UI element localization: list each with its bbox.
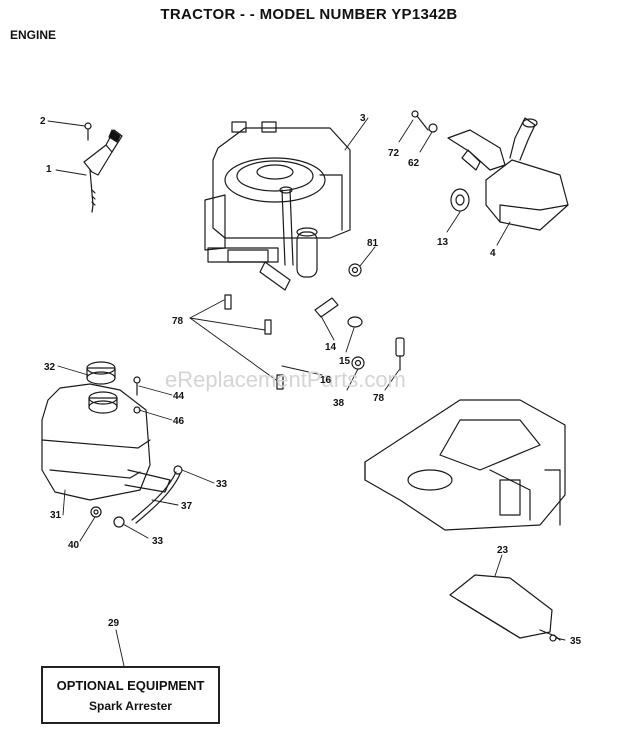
callout-62: 62 bbox=[408, 158, 420, 169]
callout-33-lower: 33 bbox=[152, 536, 164, 547]
callout-4: 4 bbox=[490, 248, 496, 259]
heat-shield-part bbox=[449, 574, 561, 642]
optional-equipment-item: Spark Arrester bbox=[89, 699, 172, 713]
callout-40: 40 bbox=[68, 540, 80, 551]
callout-14: 14 bbox=[325, 342, 337, 353]
callout-labels: 2 1 3 72 62 4 13 81 78 14 15 16 38 78 32… bbox=[40, 113, 582, 647]
callout-29: 29 bbox=[108, 618, 120, 629]
callout-leader-lines bbox=[47, 117, 566, 667]
callout-78-left: 78 bbox=[172, 316, 184, 327]
callout-16: 16 bbox=[320, 375, 332, 386]
callout-37: 37 bbox=[181, 501, 193, 512]
fuel-hose-part bbox=[90, 465, 183, 528]
callout-31: 31 bbox=[50, 510, 62, 521]
callout-33-upper: 33 bbox=[216, 479, 228, 490]
optional-equipment-heading: OPTIONAL EQUIPMENT bbox=[56, 678, 205, 693]
callout-35: 35 bbox=[570, 636, 582, 647]
callout-32: 32 bbox=[44, 362, 56, 373]
muffler-part bbox=[411, 110, 569, 231]
engine-part bbox=[204, 121, 351, 291]
page-title: TRACTOR - - MODEL NUMBER YP1342B bbox=[160, 6, 458, 23]
callout-81: 81 bbox=[367, 238, 379, 249]
callout-72: 72 bbox=[388, 148, 400, 159]
fuel-line-parts bbox=[224, 263, 405, 390]
callout-78-right: 78 bbox=[373, 393, 385, 404]
callout-23: 23 bbox=[497, 545, 509, 556]
callout-38: 38 bbox=[333, 398, 345, 409]
callout-44: 44 bbox=[173, 391, 185, 402]
section-label: ENGINE bbox=[10, 28, 57, 42]
callout-13: 13 bbox=[437, 237, 449, 248]
optional-equipment-box: OPTIONAL EQUIPMENT Spark Arrester bbox=[41, 666, 220, 724]
callout-2: 2 bbox=[40, 116, 46, 127]
throttle-control-part bbox=[83, 122, 123, 213]
callout-46: 46 bbox=[173, 416, 185, 427]
fuel-tank-part bbox=[41, 361, 171, 501]
callout-15: 15 bbox=[339, 356, 351, 367]
callout-1: 1 bbox=[46, 164, 52, 175]
tractor-frame-part bbox=[364, 399, 566, 531]
watermark: eReplacementParts.com bbox=[165, 367, 406, 392]
callout-3: 3 bbox=[360, 113, 366, 124]
